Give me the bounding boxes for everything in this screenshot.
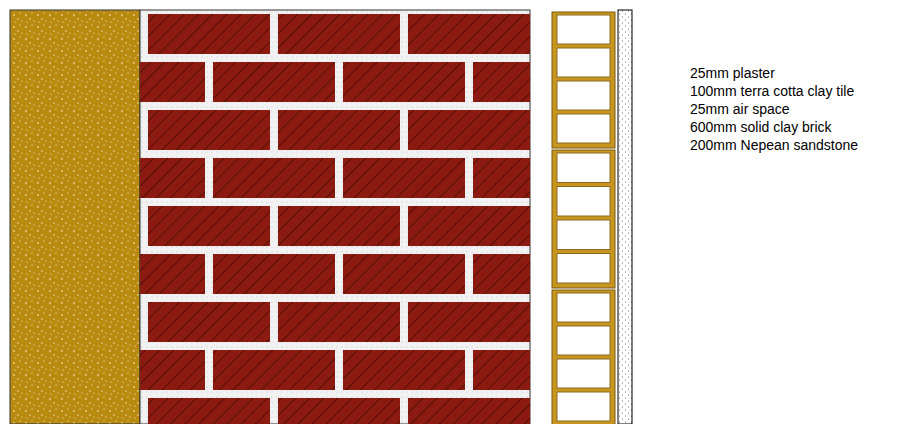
brick xyxy=(140,62,205,102)
brick xyxy=(343,350,465,390)
brick xyxy=(408,302,530,342)
brick xyxy=(278,302,400,342)
tile-cell xyxy=(557,359,610,388)
layer-label: 25mm plaster xyxy=(690,64,858,82)
brick xyxy=(213,158,335,198)
tile-cell xyxy=(557,254,610,284)
brick xyxy=(213,62,335,102)
brick xyxy=(148,302,270,342)
brick xyxy=(343,254,465,294)
brick-courses xyxy=(140,14,530,424)
brick xyxy=(148,206,270,246)
layer-label: 25mm air space xyxy=(690,100,858,118)
layer-label: 200mm Nepean sandstone xyxy=(690,136,858,154)
tile-unit xyxy=(552,290,615,424)
brick xyxy=(140,254,205,294)
sandstone-layer xyxy=(10,10,140,424)
tile-cell xyxy=(557,81,610,110)
brick xyxy=(278,110,400,150)
tile-unit xyxy=(552,150,615,288)
brick xyxy=(278,14,400,54)
layer-label: 100mm terra cotta clay tile xyxy=(690,82,858,100)
brick xyxy=(473,350,530,390)
brick xyxy=(278,398,400,424)
brick xyxy=(213,254,335,294)
brick xyxy=(140,158,205,198)
tile-cell xyxy=(557,293,610,322)
brick xyxy=(473,62,530,102)
tile-cell xyxy=(557,114,610,143)
brick xyxy=(408,398,530,424)
brick xyxy=(148,14,270,54)
brick xyxy=(148,398,270,424)
layer-label: 600mm solid clay brick xyxy=(690,118,858,136)
tile-cell xyxy=(557,15,610,44)
brick xyxy=(408,110,530,150)
brick xyxy=(148,110,270,150)
brick xyxy=(343,62,465,102)
brick xyxy=(473,254,530,294)
clay-tile-layer xyxy=(552,12,615,424)
tile-cell xyxy=(557,48,610,77)
brick xyxy=(408,206,530,246)
tile-cell xyxy=(557,326,610,355)
brick xyxy=(343,158,465,198)
tile-unit xyxy=(552,12,615,148)
tile-cell xyxy=(557,153,610,183)
tile-cell xyxy=(557,220,610,250)
brick xyxy=(213,350,335,390)
tile-cell xyxy=(557,392,610,421)
tile-cell xyxy=(557,187,610,217)
brick xyxy=(408,14,530,54)
brick xyxy=(278,206,400,246)
brick xyxy=(140,350,205,390)
brick xyxy=(473,158,530,198)
layer-list: 25mm plaster100mm terra cotta clay tile2… xyxy=(690,64,858,154)
plaster-layer xyxy=(618,10,632,424)
